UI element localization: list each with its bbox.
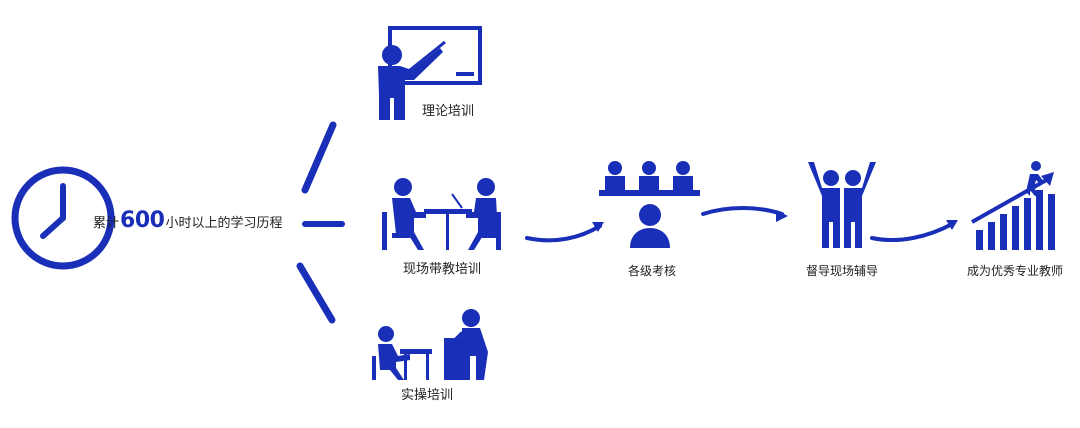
- flow-arrowhead-3: [946, 220, 958, 230]
- step-label-outcome: 成为优秀专业教师: [966, 264, 1064, 278]
- celebrating-people-icon: [808, 162, 876, 248]
- practical-training-icon: [372, 309, 488, 380]
- branch-line-top: [301, 121, 337, 194]
- step-label-assessment: 各级考核: [627, 264, 677, 278]
- flow-arrow-2: [701, 206, 784, 216]
- hours-number: 600: [120, 208, 165, 233]
- branch-label-theory: 理论培训: [421, 104, 475, 119]
- growth-chart-icon: [971, 161, 1055, 250]
- clock-icon: [11, 166, 115, 270]
- mentoring-icon: [382, 178, 501, 250]
- flow-arrowhead-1: [592, 222, 604, 232]
- flow-arrowhead-2: [776, 210, 788, 222]
- flow-arrow-3: [870, 222, 954, 242]
- start-caption: 累计 600 小时以上的学习历程: [93, 208, 282, 233]
- flow-arrow-1: [525, 224, 602, 243]
- teacher-whiteboard-icon: [378, 26, 482, 120]
- branch-line-bottom: [296, 262, 336, 324]
- start-suffix: 小时以上的学习历程: [165, 216, 283, 231]
- step-label-supervision: 督导现场辅导: [805, 264, 879, 278]
- examination-panel-icon: [599, 161, 700, 248]
- branch-label-mentoring: 现场带教培训: [402, 262, 482, 277]
- start-prefix: 累计: [93, 216, 120, 231]
- branch-label-practical: 实操培训: [400, 388, 454, 403]
